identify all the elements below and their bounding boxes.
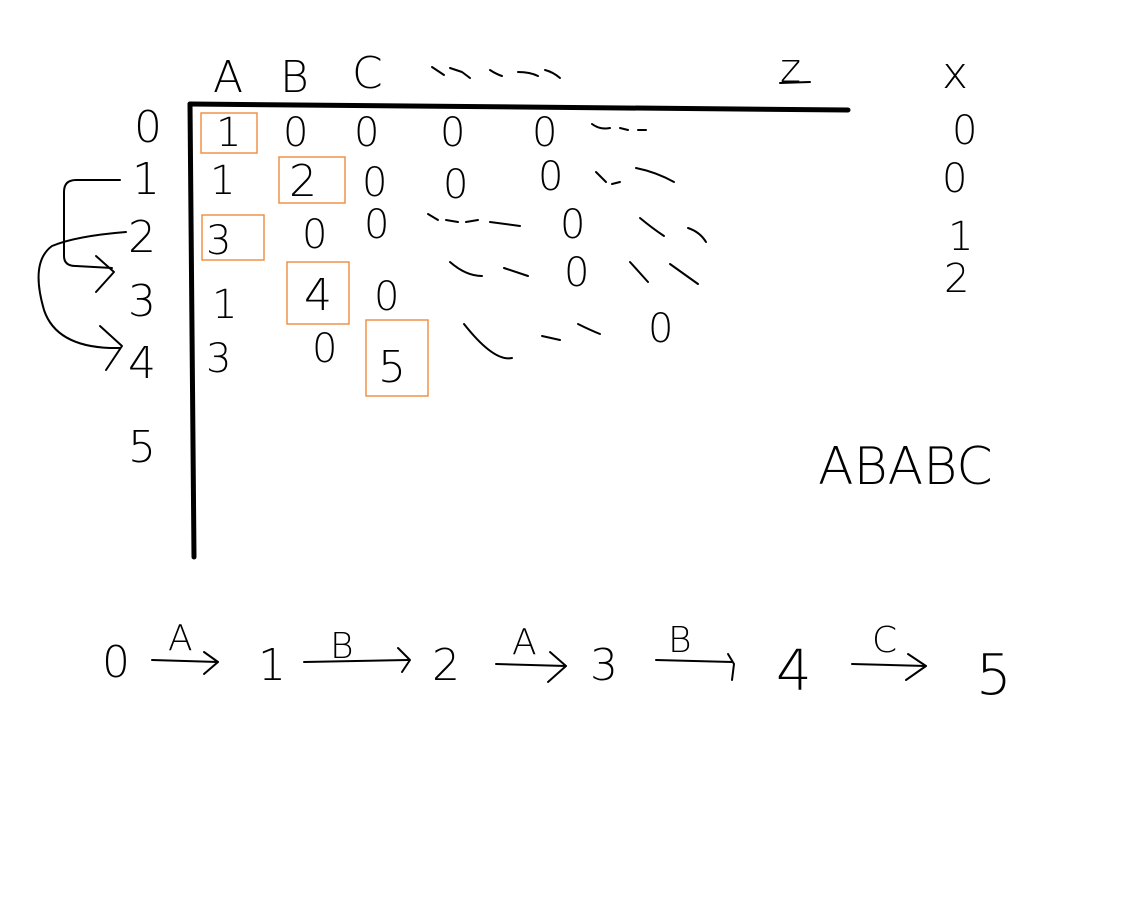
chain-arrowhead — [547, 651, 567, 683]
table-cell: 3 — [206, 218, 231, 264]
chain-arrow — [655, 659, 733, 663]
chain-state-5: 5 — [976, 643, 1012, 708]
table-cell: 1 — [212, 282, 237, 328]
table-cell: 2 — [289, 156, 317, 207]
chain-state-2: 2 — [432, 640, 460, 691]
x-value: 2 — [944, 256, 969, 302]
chain-arrowhead — [203, 651, 219, 675]
table-cell: 4 — [304, 270, 332, 321]
table-cell: 0 — [374, 274, 399, 320]
chain-arrowhead — [905, 653, 927, 681]
table-cell: 1 — [210, 158, 235, 204]
table-cell: 0 — [362, 160, 387, 206]
row-label-0: 0 — [134, 102, 162, 153]
row-label-4: 4 — [128, 338, 156, 389]
x-value: 1 — [948, 214, 973, 260]
chain-state-1: 1 — [258, 640, 286, 691]
table-cell: 0 — [648, 306, 673, 352]
column-header-c: C — [352, 48, 383, 99]
table-cell: 0 — [364, 202, 389, 248]
chain-state-3: 3 — [590, 640, 618, 691]
table-cell: 0 — [312, 326, 337, 372]
x-value: 0 — [952, 108, 977, 154]
highlight-box-2 — [201, 214, 265, 261]
table-left-axis — [187, 101, 197, 560]
x-value: 0 — [942, 156, 967, 202]
row-3-ellipsis — [449, 261, 699, 285]
row-label-2: 2 — [128, 212, 156, 263]
table-cell: 0 — [302, 212, 327, 258]
highlight-box-4 — [365, 319, 429, 397]
chain-edge-label-3: B — [668, 620, 692, 661]
row-label-1: 1 — [132, 154, 160, 205]
table-cell: 0 — [354, 110, 379, 156]
row-0-ellipsis — [591, 123, 647, 131]
row-label-5: 5 — [128, 422, 156, 473]
fallback-arrow-2-to-4 — [37, 231, 127, 371]
table-top-axis — [187, 101, 851, 113]
automaton-chain: 0 A 1 B 2 A 3 B 4 C 5 — [102, 618, 1012, 708]
table-cell: 5 — [378, 342, 406, 393]
table-cell: 0 — [564, 250, 589, 296]
table-cell: 0 — [443, 162, 468, 208]
chain-edge-label-1: B — [330, 626, 354, 667]
table-cell: 0 — [283, 110, 308, 156]
row-4-ellipsis — [463, 323, 601, 360]
chain-arrow — [151, 659, 219, 663]
row-label-3: 3 — [128, 276, 156, 327]
chain-arrow — [851, 663, 927, 667]
chain-state-0: 0 — [102, 637, 130, 688]
row-2-ellipsis — [427, 213, 707, 243]
chain-arrowhead — [727, 653, 735, 681]
highlight-box-0 — [200, 112, 258, 154]
highlight-box-1 — [278, 156, 346, 204]
table-cell: 0 — [538, 154, 563, 200]
chain-arrowhead — [397, 647, 411, 673]
chain-edge-label-4: C — [872, 620, 897, 661]
pattern-string: ABABC — [818, 437, 993, 497]
table-cell: 0 — [560, 202, 585, 248]
x-column-header: x — [942, 48, 968, 99]
row-1-ellipsis — [595, 167, 675, 185]
column-z-underline — [779, 81, 811, 84]
fallback-arrow-1-to-3 — [63, 179, 121, 293]
chain-edge-label-2: A — [512, 622, 537, 663]
table-cell: 0 — [440, 110, 465, 156]
chain-state-4: 4 — [776, 639, 812, 704]
chain-edge-label-0: A — [168, 618, 193, 659]
chain-arrow — [303, 659, 409, 663]
column-header-a: A — [213, 52, 243, 103]
highlight-box-3 — [286, 261, 350, 325]
chain-arrow — [495, 663, 567, 667]
column-header-z: z — [780, 46, 801, 92]
column-header-b: B — [280, 52, 309, 103]
column-header-ellipsis — [431, 66, 561, 79]
table-cell: 1 — [216, 110, 241, 156]
table-cell: 3 — [206, 336, 231, 382]
table-cell: 0 — [532, 110, 557, 156]
